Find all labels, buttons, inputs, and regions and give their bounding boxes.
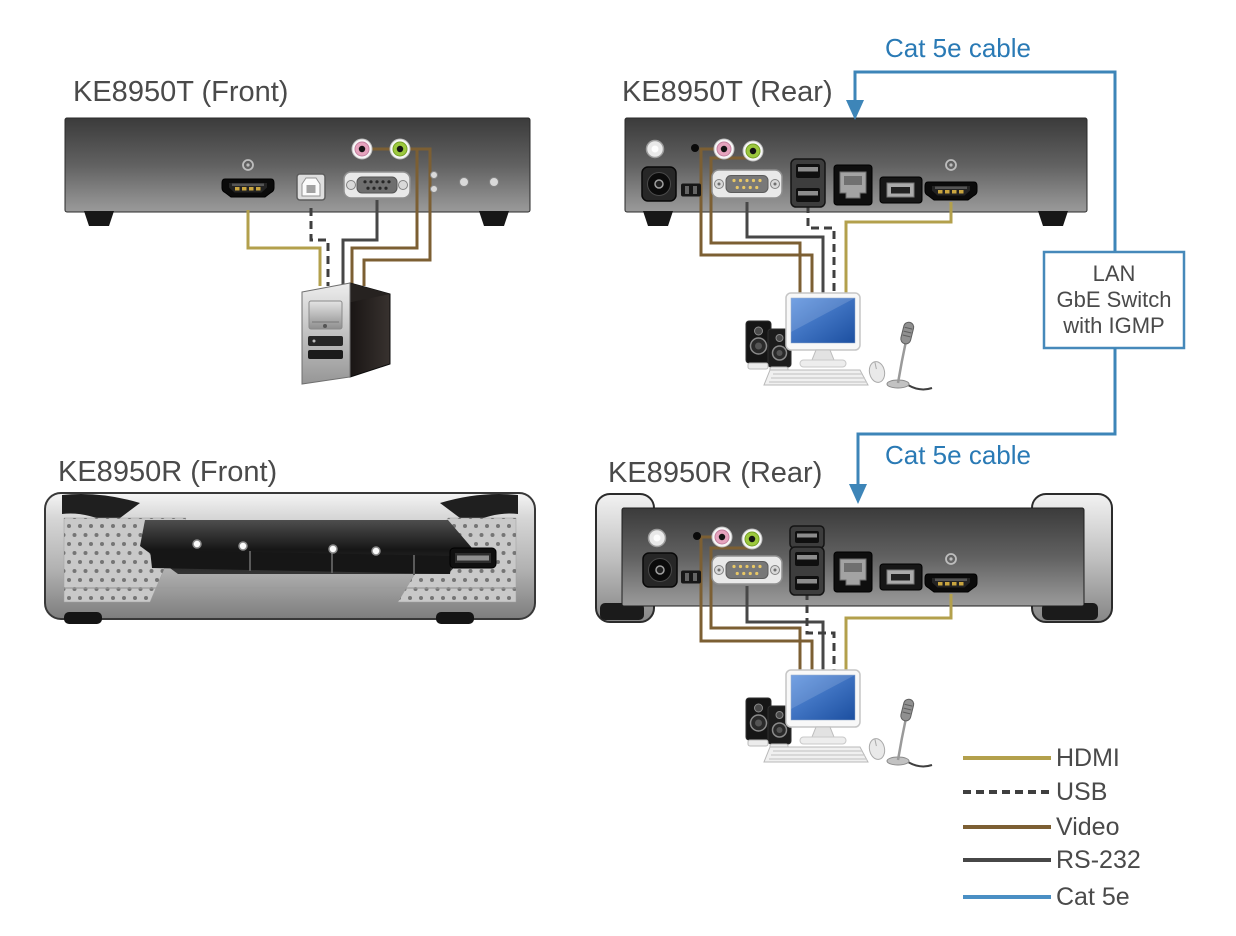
cat5e-label-bottom: Cat 5e cable [885, 440, 1031, 470]
section-title: KE8950T (Front) [73, 76, 288, 108]
reset-hole-icon [691, 144, 699, 152]
mic-jack-icon [711, 526, 733, 548]
db9-serial-port-icon [711, 169, 783, 199]
section-title: KE8950R (Rear) [608, 457, 822, 489]
legend-item-usb: USB [963, 778, 1107, 806]
video-cable [699, 535, 814, 686]
db9-serial-port-icon [711, 555, 783, 585]
section-ke8950t-rear: KE8950T (Rear) [622, 76, 1088, 391]
video-cable [699, 147, 814, 305]
legend-label: Cat 5e [1056, 883, 1130, 911]
usb-a-port-icon [789, 546, 825, 596]
hdmi-cable [844, 202, 953, 305]
cat5e-network: Cat 5e cable LAN GbE Switch with IGMP Ca… [846, 33, 1186, 504]
legend-item-cat5e: Cat 5e [963, 883, 1130, 911]
section-ke8950t-front: KE8950T (Front) [64, 76, 531, 385]
cat5e-label-top: Cat 5e cable [885, 33, 1031, 63]
usb-cable [805, 592, 836, 686]
section-ke8950r-front: KE8950R (Front) [44, 456, 536, 624]
device-ke8950r-rear [595, 493, 1113, 686]
speaker-jack-icon [742, 140, 764, 162]
device-foot [436, 612, 474, 624]
usb-a-port-icon [449, 547, 497, 569]
legend-label: Video [1056, 813, 1120, 841]
power-switch-icon [681, 570, 701, 584]
section-title: KE8950T (Rear) [622, 76, 833, 108]
legend: HDMI USB Video RS-232 Cat 5e [963, 744, 1141, 911]
arrow-down-icon [849, 484, 867, 504]
mic-jack-icon [713, 138, 735, 160]
device-foot [479, 211, 509, 226]
device-foot [1038, 211, 1068, 226]
rs232-cable [745, 586, 825, 686]
led-indicator-icon [647, 528, 667, 548]
legend-label: USB [1056, 778, 1107, 806]
rj45-lan-port-icon [833, 551, 873, 593]
video-cable [709, 546, 802, 686]
rs232-cable [341, 200, 379, 286]
cat5e-cable-bottom [856, 348, 1117, 484]
usb-a-port-icon [789, 525, 825, 549]
hdmi-port-icon [221, 178, 275, 198]
hdmi-cable [844, 594, 953, 686]
rs232-cable [745, 202, 825, 305]
hdmi-cable [246, 210, 322, 286]
cat5e-cable-top [853, 70, 1117, 252]
hdmi-port-icon [924, 181, 978, 201]
db9-serial-port-icon [343, 171, 411, 199]
lan-switch-line2: GbE Switch [1057, 287, 1172, 312]
led-indicator-icon [430, 171, 499, 193]
legend-item-video: Video [963, 813, 1120, 841]
legend-label: RS-232 [1056, 846, 1141, 874]
usb-b-port-icon [296, 173, 326, 201]
workstation-icon [744, 668, 934, 768]
led-indicator-icon [645, 139, 665, 159]
section-title: KE8950R (Front) [58, 456, 277, 488]
top-corner-cap [62, 494, 140, 524]
hdmi-port-icon [924, 573, 978, 593]
device-foot [643, 211, 673, 226]
arrow-down-icon [846, 100, 864, 120]
device-foot [64, 612, 102, 624]
lan-switch-line1: LAN [1093, 261, 1136, 286]
device-foot [84, 211, 114, 226]
legend-label: HDMI [1056, 744, 1120, 772]
rj45-lan-port-icon [833, 164, 873, 206]
usb-cable [309, 208, 330, 286]
power-switch-icon [681, 183, 701, 197]
device-panel [64, 117, 531, 213]
mic-jack-icon [351, 138, 373, 160]
legend-item-rs232: RS-232 [963, 846, 1141, 874]
usb-a-port-icon [790, 158, 826, 208]
legend-item-hdmi: HDMI [963, 744, 1120, 772]
speaker-jack-icon [389, 138, 411, 160]
workstation-icon [744, 291, 934, 391]
reset-hole-icon [693, 532, 701, 540]
dc-power-jack-icon [642, 552, 678, 588]
lan-switch-box [1042, 250, 1186, 350]
desktop-tower-icon [301, 282, 391, 385]
led-indicator-icon [192, 539, 381, 556]
speaker-jack-icon [741, 528, 763, 550]
device-ke8950r-front [44, 492, 536, 624]
dc-power-jack-icon [641, 166, 677, 202]
section-ke8950r-rear: KE8950R (Rear) [595, 457, 1113, 768]
sfp-fiber-port-icon [879, 176, 923, 204]
top-corner-cap [440, 494, 518, 524]
sfp-fiber-port-icon [879, 563, 923, 591]
lan-switch-line3: with IGMP [1062, 313, 1164, 338]
